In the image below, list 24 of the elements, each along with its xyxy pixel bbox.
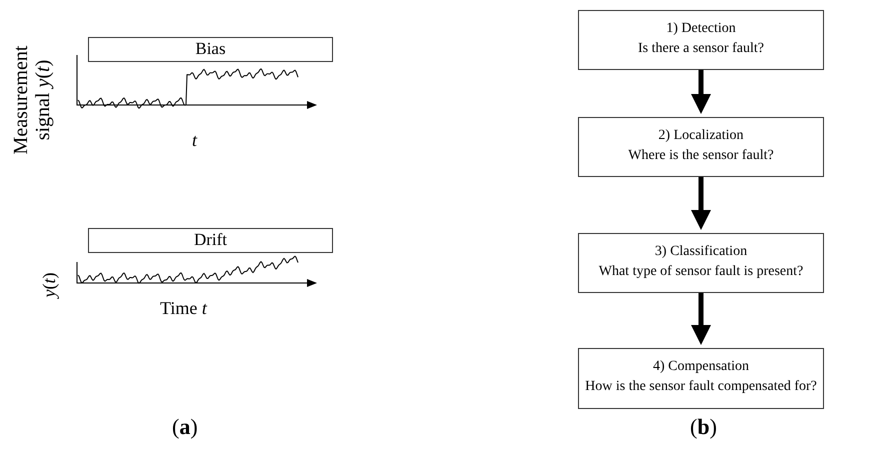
process-box — [578, 10, 824, 70]
panel-label: (b) — [690, 414, 717, 440]
box-text: 2) Localization — [657, 127, 745, 145]
box-text: 4) Compensation — [652, 358, 750, 376]
axis-label: y(t) — [38, 272, 60, 301]
panel-label: (a) — [172, 414, 198, 440]
process-box — [578, 233, 824, 293]
axis-label: t — [192, 130, 198, 151]
box-text: 3) Classification — [654, 243, 748, 261]
label-box — [88, 37, 333, 62]
box-text: What type of sensor fault is present? — [598, 263, 804, 281]
arrow — [691, 177, 711, 230]
arrow — [691, 70, 711, 114]
process-box — [578, 117, 824, 177]
box-text: 1) Detection — [665, 20, 737, 38]
arrow — [691, 293, 711, 345]
box-text: Bias — [194, 39, 227, 59]
label-box — [88, 228, 333, 253]
box-text: Is there a sensor fault? — [637, 40, 765, 58]
box-text: Where is the sensor fault? — [627, 147, 775, 165]
box-text: How is the sensor fault compensated for? — [584, 378, 818, 396]
process-box — [578, 348, 824, 409]
box-text: Drift — [192, 230, 228, 250]
axis-label: Time t — [160, 298, 207, 319]
